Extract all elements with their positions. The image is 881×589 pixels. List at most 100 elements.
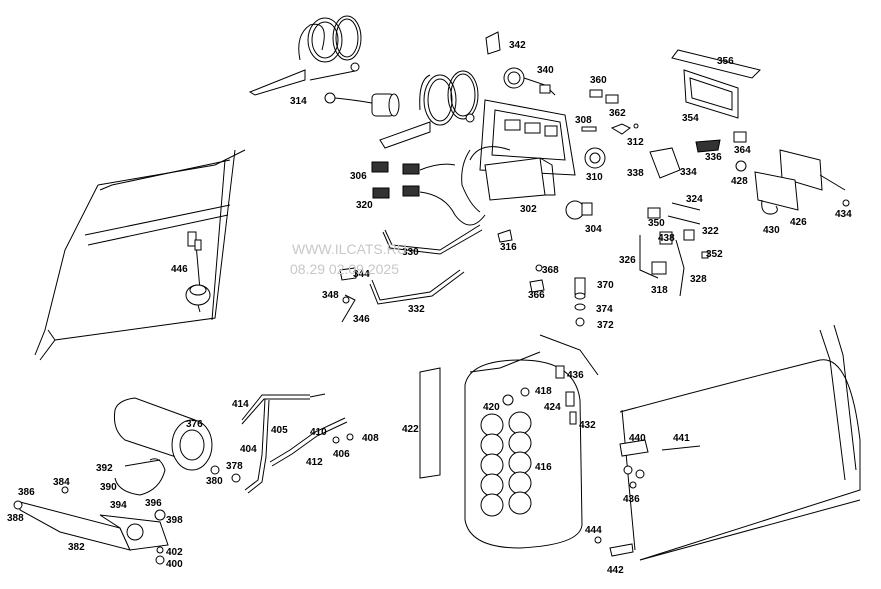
callout-436-upper: 436 — [567, 370, 584, 381]
valve-318 — [639, 235, 685, 297]
relay-box-334 — [649, 131, 747, 179]
hose-lines-404-405 — [231, 393, 354, 494]
bracket-356 — [671, 49, 761, 119]
callout-362: 362 — [609, 108, 626, 119]
callout-374: 374 — [596, 304, 613, 315]
sensor-370-374-372 — [574, 277, 586, 327]
callout-405: 405 — [271, 425, 288, 436]
callout-378: 378 — [226, 461, 243, 472]
callout-312: 312 — [627, 137, 644, 148]
callout-336: 336 — [705, 152, 722, 163]
brackets-324-322-350 — [647, 202, 709, 259]
callout-316: 316 — [500, 242, 517, 253]
callout-404: 404 — [240, 444, 257, 455]
mounting-plate-382 — [13, 486, 169, 565]
gear-310 — [584, 147, 606, 169]
callout-380: 380 — [206, 476, 223, 487]
callout-314: 314 — [290, 96, 307, 107]
callout-350: 350 — [648, 218, 665, 229]
callout-420: 420 — [483, 402, 500, 413]
callout-384: 384 — [53, 477, 70, 488]
callout-428: 428 — [731, 176, 748, 187]
callout-318: 318 — [651, 285, 668, 296]
callout-376: 376 — [186, 419, 203, 430]
callout-352: 352 — [706, 249, 723, 260]
callout-442: 442 — [607, 565, 624, 576]
callout-390: 390 — [100, 482, 117, 493]
control-unit-302 — [461, 99, 576, 213]
callout-324: 324 — [686, 194, 703, 205]
callout-441: 441 — [673, 433, 690, 444]
pressure-accumulator-376 — [114, 397, 220, 475]
tubes-330-332 — [369, 224, 483, 305]
callout-382: 382 — [68, 542, 85, 553]
callout-304: 304 — [585, 224, 602, 235]
callout-426: 426 — [790, 217, 807, 228]
callout-394: 394 — [110, 500, 127, 511]
callout-326: 326 — [619, 255, 636, 266]
callout-412: 412 — [306, 457, 323, 468]
callout-348: 348 — [322, 290, 339, 301]
vacuum-pump-340 — [503, 67, 556, 96]
callout-308: 308 — [575, 115, 592, 126]
watermark-line-1: WWW.ILCATS.RU — [292, 241, 407, 257]
callout-396: 396 — [145, 498, 162, 509]
callout-334: 334 — [680, 167, 697, 178]
callout-388: 388 — [7, 513, 24, 524]
watermark: WWW.ILCATS.RU 08.29 02.09.2025 — [290, 241, 407, 277]
callout-310: 310 — [586, 172, 603, 183]
callout-302: 302 — [520, 204, 537, 215]
hose-coils-314 — [248, 15, 400, 117]
callout-366: 366 — [528, 290, 545, 301]
bracket-422 — [419, 367, 441, 479]
callout-340: 340 — [537, 65, 554, 76]
callout-436-lower: 436 — [623, 494, 640, 505]
callout-320: 320 — [356, 200, 373, 211]
callout-418: 418 — [535, 386, 552, 397]
callout-330: 330 — [402, 247, 419, 258]
callout-432: 432 — [579, 420, 596, 431]
callout-440: 440 — [629, 433, 646, 444]
lamp-housing-426 — [754, 149, 850, 215]
callout-446: 446 — [171, 264, 188, 275]
front-door-outline — [34, 149, 246, 361]
callout-338: 338 — [627, 168, 644, 179]
callout-372: 372 — [597, 320, 614, 331]
watermark-line-2: 08.29 02.09.2025 — [290, 261, 399, 277]
callout-424: 424 — [544, 402, 561, 413]
hose-coils-upper-center — [379, 70, 479, 149]
callout-408: 408 — [362, 433, 379, 444]
bracket-strap-390 — [114, 458, 166, 496]
callout-306: 306 — [350, 171, 367, 182]
callout-416: 416 — [535, 462, 552, 473]
callout-344: 344 — [353, 269, 370, 280]
motor-304 — [565, 200, 593, 220]
callout-410: 410 — [310, 427, 327, 438]
door-lock-vacuum-element — [185, 231, 211, 313]
connectors-306-320 — [371, 161, 486, 226]
vacuum-reservoir-416 — [464, 334, 599, 549]
callout-364: 364 — [734, 145, 751, 156]
callout-332: 332 — [408, 304, 425, 315]
callout-434: 434 — [835, 209, 852, 220]
callout-444: 444 — [585, 525, 602, 536]
valves-418-424-436 — [555, 365, 577, 425]
callout-346: 346 — [353, 314, 370, 325]
callout-356: 356 — [717, 56, 734, 67]
callout-422: 422 — [402, 424, 419, 435]
callout-342: 342 — [509, 40, 526, 51]
callout-414: 414 — [232, 399, 249, 410]
bracket-442-444 — [594, 536, 634, 557]
bracket-342 — [485, 31, 501, 55]
callout-400: 400 — [166, 559, 183, 570]
callout-402: 402 — [166, 547, 183, 558]
callout-386: 386 — [18, 487, 35, 498]
callout-368: 368 — [542, 265, 559, 276]
small-parts-308-312 — [581, 123, 639, 135]
callout-406: 406 — [333, 449, 350, 460]
small-parts-316-368-366 — [497, 229, 545, 293]
callout-398: 398 — [166, 515, 183, 526]
callout-328: 328 — [690, 274, 707, 285]
callout-370: 370 — [597, 280, 614, 291]
